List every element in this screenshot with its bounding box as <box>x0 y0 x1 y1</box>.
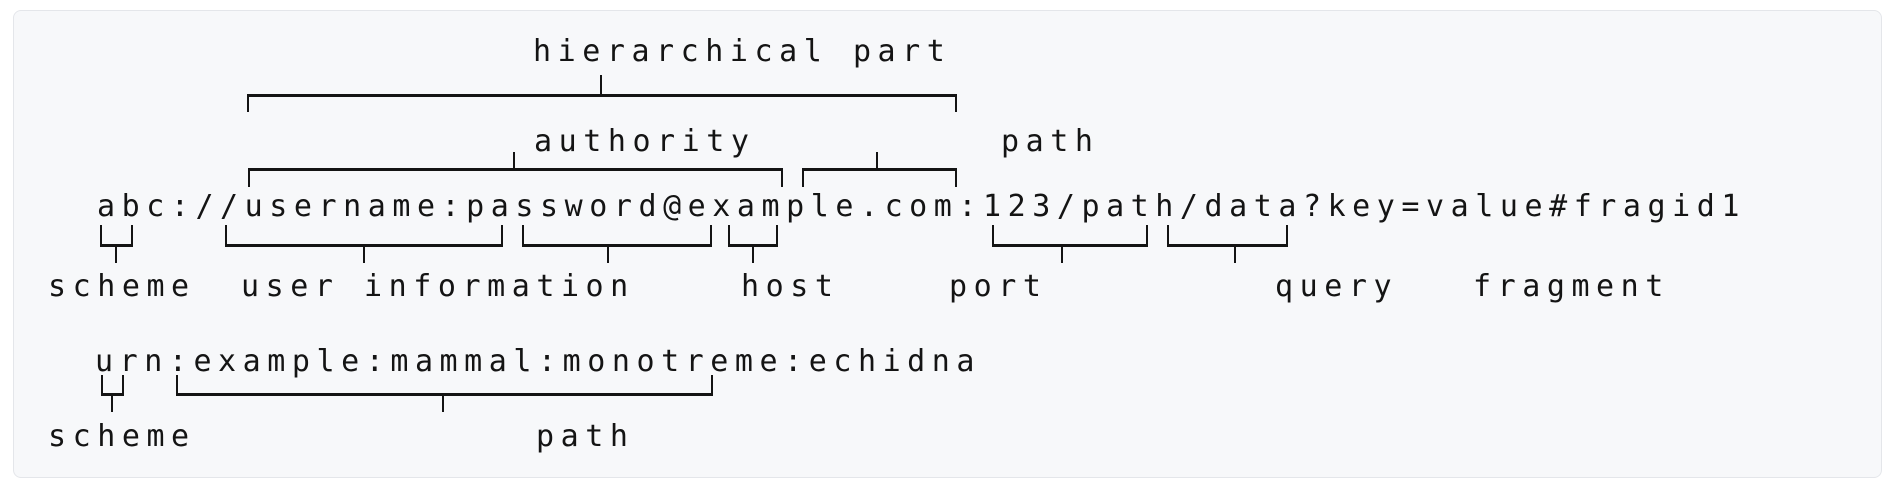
scheme-label: scheme <box>48 269 196 304</box>
path-top-label: path <box>1001 124 1100 159</box>
urn-path-label: path <box>536 419 635 454</box>
query-label: query <box>1275 269 1399 304</box>
host-underbracket <box>522 225 712 263</box>
urn-scheme-underbracket <box>101 375 124 412</box>
uri-example-1: abc://username:password@example.com:123/… <box>97 189 1746 224</box>
fragment-label: fragment <box>1473 269 1670 304</box>
scheme-underbracket <box>100 225 133 263</box>
authority-bracket <box>248 152 783 187</box>
port-underbracket <box>728 225 778 263</box>
authority-label: authority <box>534 124 756 159</box>
uri-example-2: urn:example:mammal:monotreme:echidna <box>95 344 982 379</box>
host-label: host <box>741 269 840 304</box>
urn-path-underbracket <box>176 375 713 412</box>
path-bracket <box>802 152 957 187</box>
hierarchical-part-label: hierarchical part <box>533 34 952 69</box>
user-information-label: user information <box>241 269 635 304</box>
query-underbracket <box>992 225 1148 263</box>
hierarchical-part-bracket <box>247 75 957 112</box>
fragment-underbracket <box>1167 225 1288 263</box>
port-label: port <box>949 269 1048 304</box>
user-information-underbracket <box>225 225 503 263</box>
urn-scheme-label: scheme <box>48 419 196 454</box>
